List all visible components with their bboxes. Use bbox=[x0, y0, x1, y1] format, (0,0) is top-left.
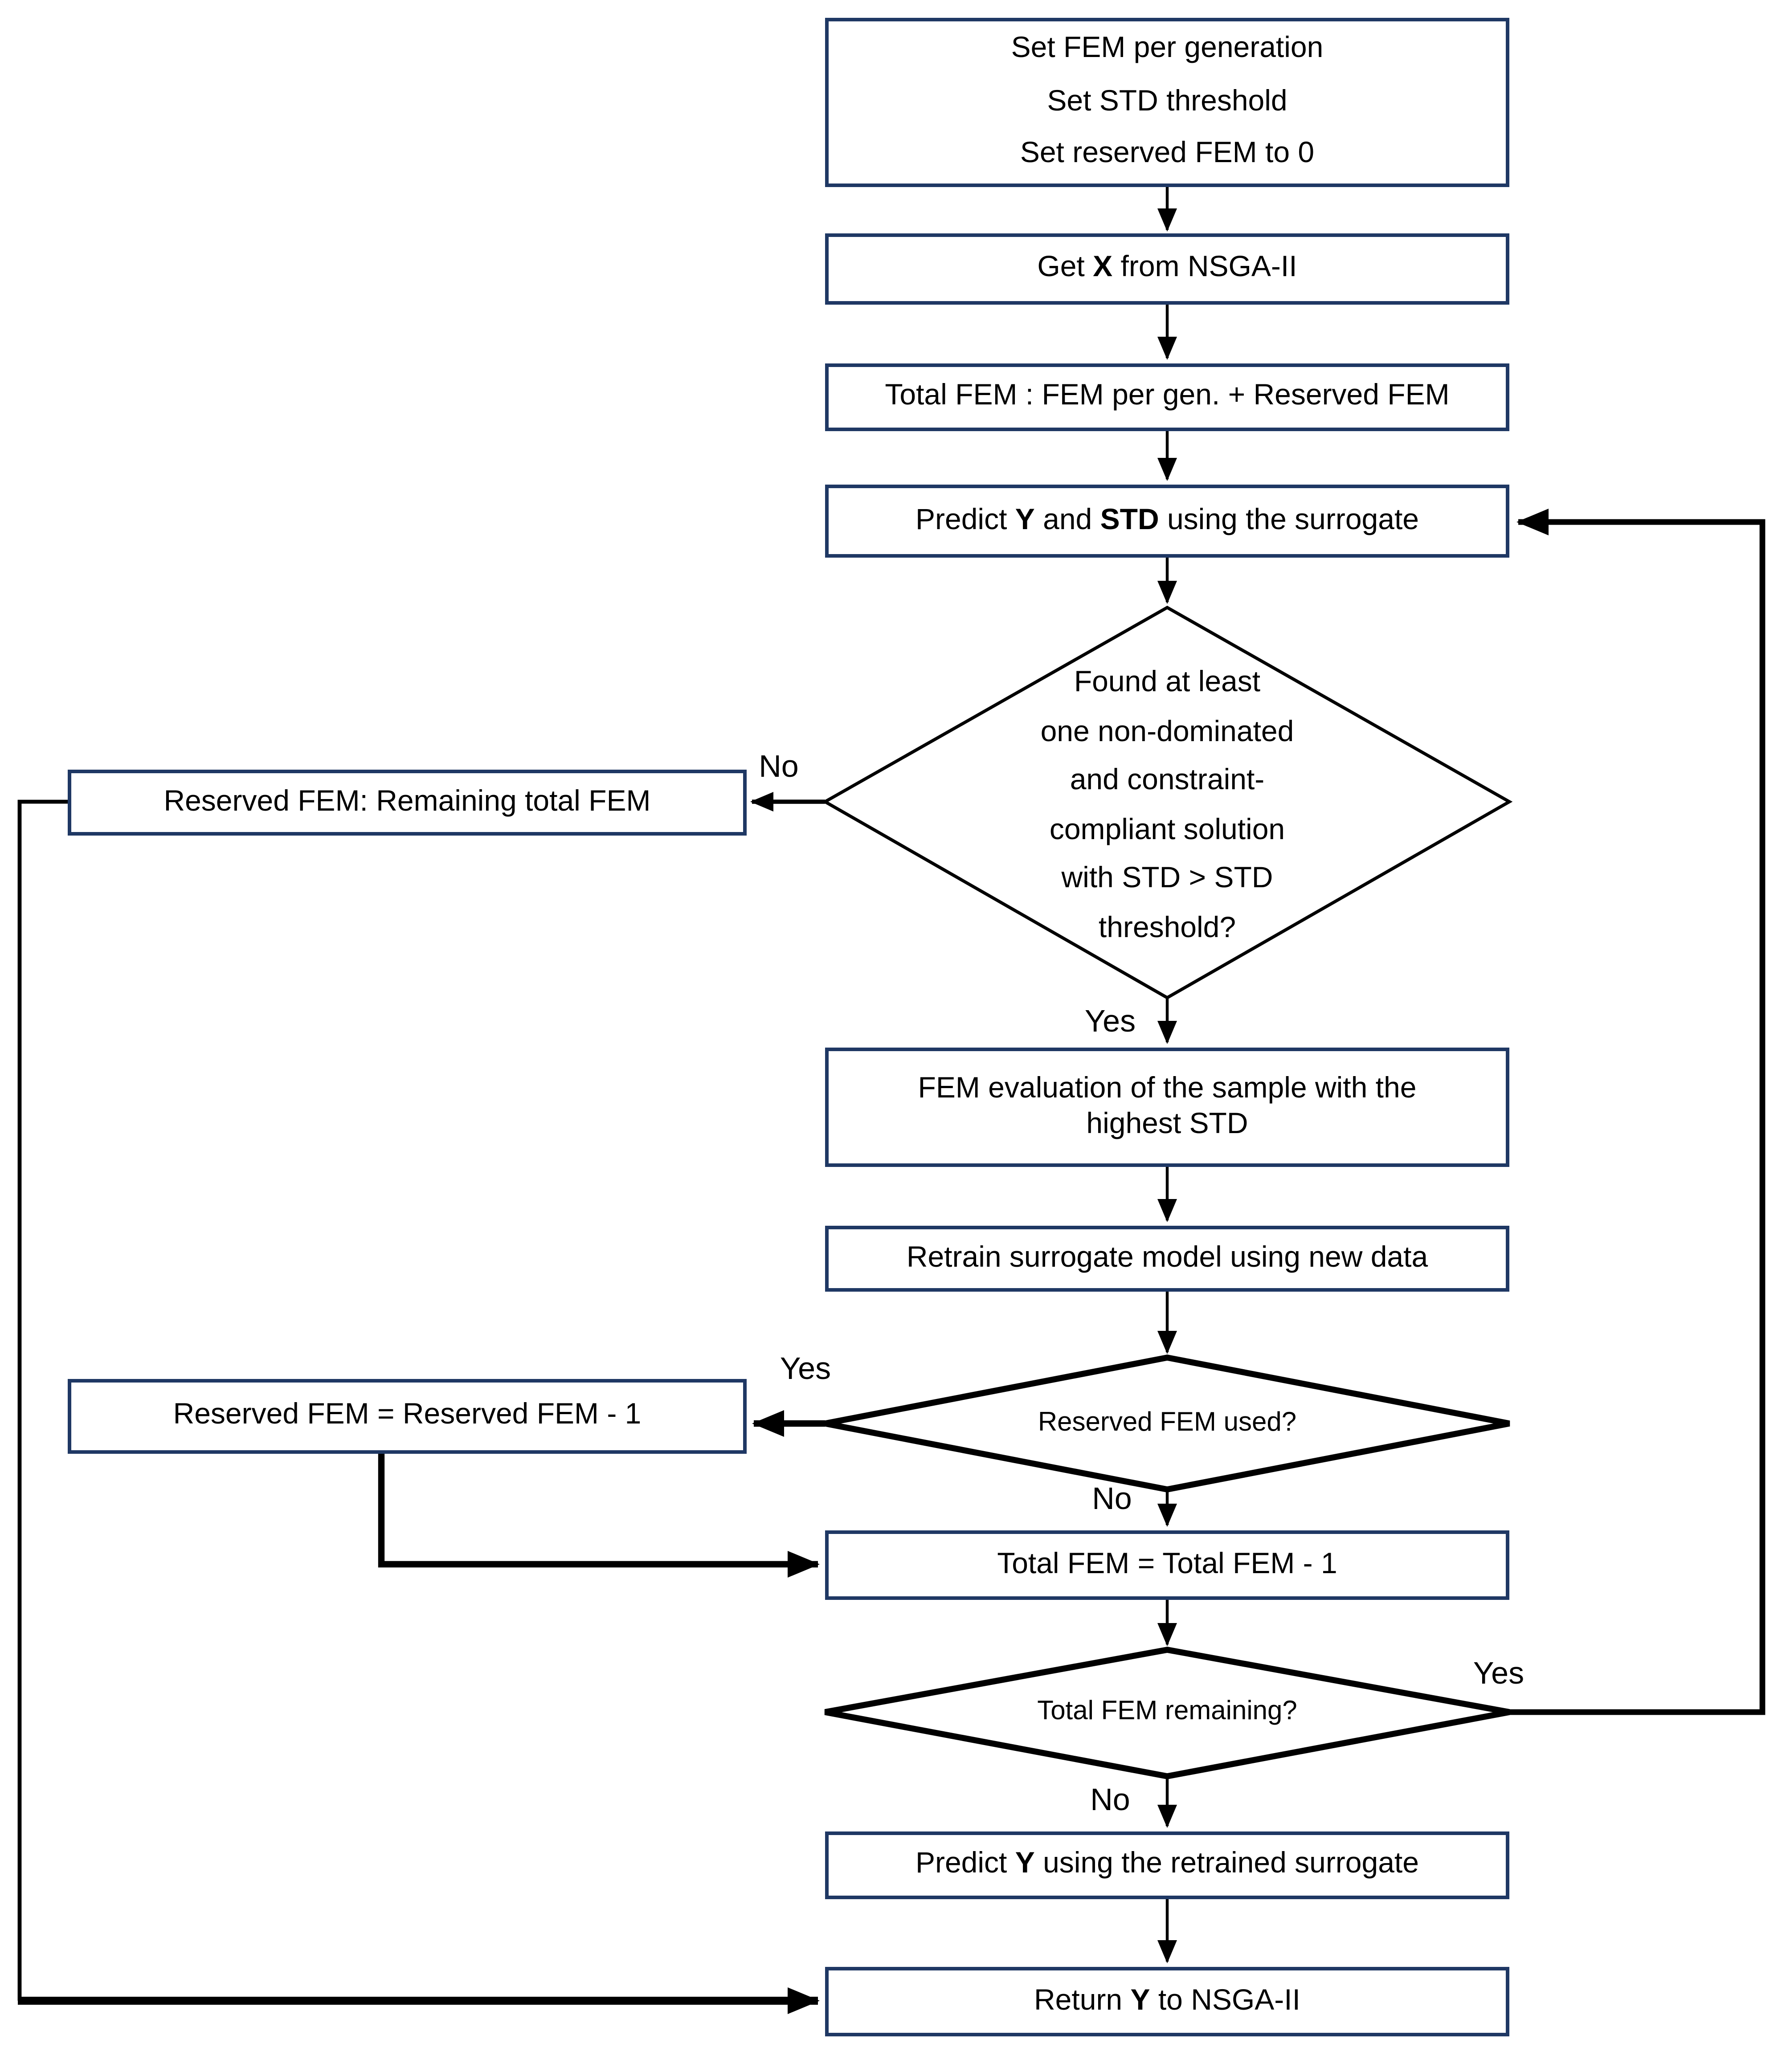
total-minus-text: Total FEM = Total FEM - 1 bbox=[997, 1547, 1337, 1580]
return-y-text: Return Y to NSGA-II bbox=[1034, 1984, 1300, 2016]
init-line-2: Set STD threshold bbox=[1047, 85, 1287, 117]
node-reserved-fem-remaining: Reserved FEM: Remaining total FEM bbox=[68, 770, 747, 836]
get-x-text: Get X from NSGA-II bbox=[1037, 251, 1297, 284]
connector-decision-total-yes-loop bbox=[1509, 509, 1766, 1715]
fem-evaluation-text: FEM evaluation of the sample with the hi… bbox=[918, 1072, 1417, 1139]
node-get-x: Get X from NSGA-II bbox=[825, 233, 1509, 305]
label-yes-decision-reserved: Yes bbox=[780, 1350, 831, 1386]
label-no-decision-std: No bbox=[759, 748, 799, 784]
connector-reservedremaining-left-drop bbox=[17, 799, 68, 2001]
reserved-fem-remaining-text: Reserved FEM: Remaining total FEM bbox=[163, 785, 651, 817]
node-predict-y-retrained: Predict Y using the retrained surrogate bbox=[825, 1831, 1509, 1899]
retrain-text: Retrain surrogate model using new data bbox=[906, 1241, 1428, 1273]
reserved-minus-text: Reserved FEM = Reserved FEM - 1 bbox=[173, 1399, 642, 1431]
total-fem-text: Total FEM : FEM per gen. + Reserved FEM bbox=[885, 379, 1450, 412]
decision-reserved-text: Reserved FEM used? bbox=[1038, 1407, 1297, 1438]
node-total-minus: Total FEM = Total FEM - 1 bbox=[825, 1530, 1509, 1600]
node-total-fem: Total FEM : FEM per gen. + Reserved FEM bbox=[825, 363, 1509, 431]
decision-total-text: Total FEM remaining? bbox=[1037, 1696, 1297, 1726]
init-line-3: Set reserved FEM to 0 bbox=[1020, 138, 1315, 170]
predict-y-retrained-text: Predict Y using the retrained surrogate bbox=[915, 1848, 1419, 1880]
decision-std-text: Found at least one non-dominated and con… bbox=[1040, 666, 1294, 943]
node-fem-evaluation: FEM evaluation of the sample with the hi… bbox=[825, 1048, 1509, 1167]
init-line-1: Set FEM per generation bbox=[1011, 32, 1324, 64]
node-init: Set FEM per generation Set STD threshold… bbox=[825, 18, 1509, 187]
node-retrain: Retrain surrogate model using new data bbox=[825, 1226, 1509, 1292]
label-no-decision-total: No bbox=[1090, 1782, 1130, 1817]
label-no-decision-reserved: No bbox=[1092, 1481, 1132, 1516]
node-predict-y-std: Predict Y and STD using the surrogate bbox=[825, 485, 1509, 558]
connector-reservedminus-to-totalminus bbox=[378, 1450, 820, 1578]
predict-y-std-text: Predict Y and STD using the surrogate bbox=[916, 503, 1419, 536]
node-return-y: Return Y to NSGA-II bbox=[825, 1967, 1509, 2036]
label-yes-decision-total: Yes bbox=[1473, 1655, 1525, 1691]
node-reserved-minus: Reserved FEM = Reserved FEM - 1 bbox=[68, 1379, 747, 1454]
label-yes-decision-std: Yes bbox=[1084, 1003, 1136, 1039]
